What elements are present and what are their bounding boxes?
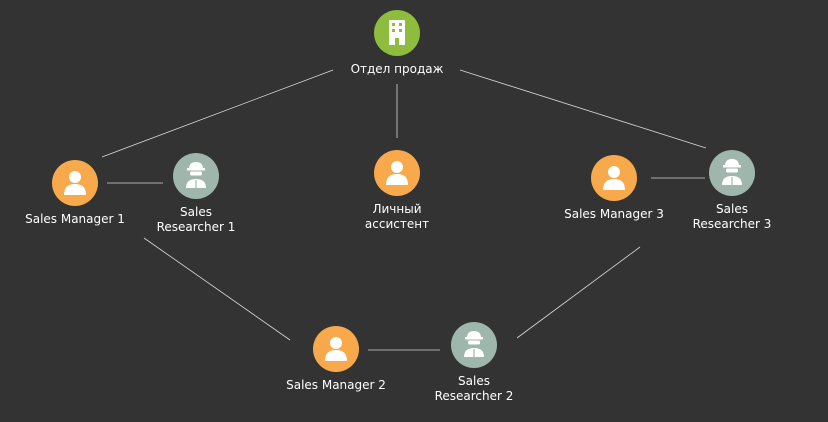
manager2-label: Sales Manager 2 bbox=[286, 378, 386, 392]
manager3-circle bbox=[591, 155, 637, 201]
person-icon bbox=[325, 337, 347, 361]
link-department-researcher3 bbox=[459, 69, 707, 149]
researcher1-label: Sales Researcher 1 bbox=[156, 205, 236, 234]
worker-helmet-icon bbox=[186, 162, 206, 188]
researcher3-label: Sales Researcher 3 bbox=[692, 202, 772, 231]
department-circle bbox=[374, 10, 420, 56]
node-researcher3: Sales Researcher 3 bbox=[652, 150, 812, 232]
node-researcher2: Sales Researcher 2 bbox=[394, 322, 554, 404]
node-manager3: Sales Manager 3 bbox=[534, 155, 694, 222]
researcher2-circle bbox=[451, 322, 497, 368]
researcher3-circle bbox=[709, 150, 755, 196]
assistant-circle bbox=[374, 150, 420, 196]
link-department-manager1 bbox=[101, 69, 334, 158]
manager1-label: Sales Manager 1 bbox=[25, 212, 125, 226]
researcher1-circle bbox=[173, 153, 219, 199]
node-assistant: Личный ассистент bbox=[317, 150, 477, 232]
link-researcher3-researcher2 bbox=[516, 246, 641, 339]
person-icon bbox=[386, 161, 408, 185]
researcher2-label: Sales Researcher 2 bbox=[434, 374, 514, 403]
worker-helmet-icon bbox=[464, 331, 484, 357]
manager1-circle bbox=[52, 160, 98, 206]
department-label: Отдел продаж bbox=[350, 62, 444, 76]
building-icon bbox=[389, 20, 405, 45]
node-manager1: Sales Manager 1 bbox=[0, 160, 155, 227]
manager2-circle bbox=[313, 326, 359, 372]
person-icon bbox=[603, 166, 625, 190]
manager3-label: Sales Manager 3 bbox=[564, 207, 664, 221]
person-icon bbox=[64, 171, 86, 195]
worker-helmet-icon bbox=[722, 159, 742, 185]
assistant-label: Личный ассистент bbox=[364, 202, 430, 231]
link-manager1-manager2 bbox=[143, 237, 291, 341]
node-department: Отдел продаж bbox=[317, 10, 477, 77]
node-researcher1: Sales Researcher 1 bbox=[116, 153, 276, 235]
node-manager2: Sales Manager 2 bbox=[256, 326, 416, 393]
